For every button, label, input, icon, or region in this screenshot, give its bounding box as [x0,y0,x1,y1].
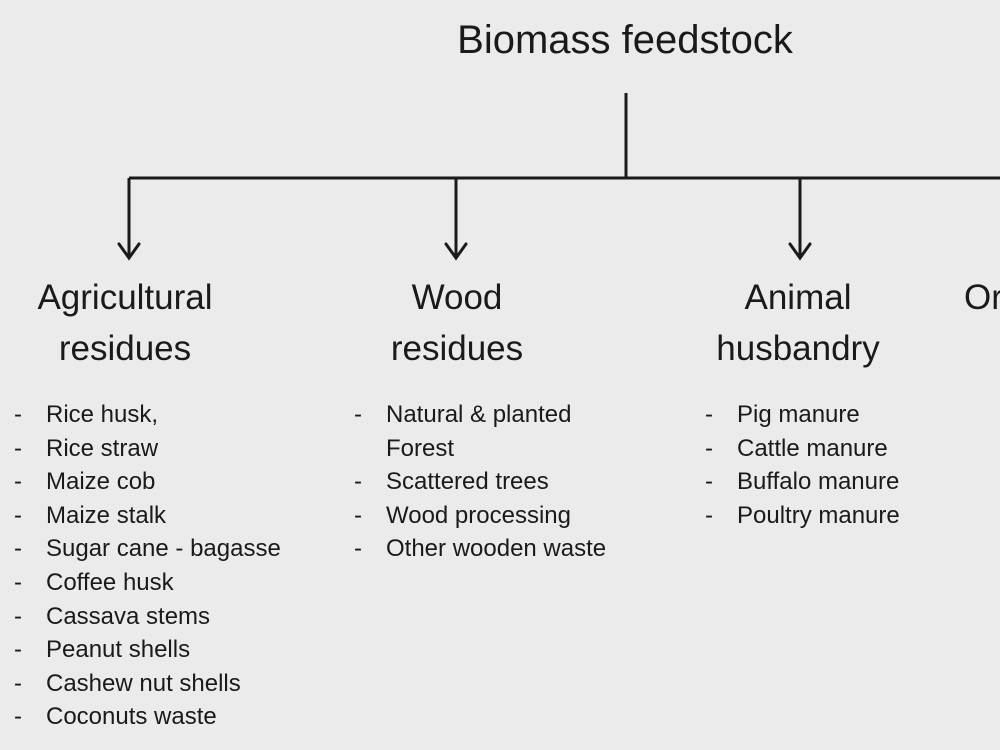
list-item: Peanut shells [14,633,281,667]
list-item: Rice husk, [14,398,281,432]
list-item: Rice straw [14,432,281,466]
category-label-line1: Or [964,278,1000,317]
category-animal-husbandry: Animal husbandry [700,272,896,374]
category-label-line2: husbandry [716,329,880,368]
list-item: Coconuts waste [14,700,281,734]
list-item: Pig manure [705,398,900,432]
list-item: Coffee husk [14,566,281,600]
list-item: Poultry manure [705,499,900,533]
list-item: Wood processing [354,499,606,533]
list-item: Cattle manure [705,432,900,466]
item-list-wood: Natural & planted Forest Scattered trees… [354,398,606,566]
category-label-line2: residues [58,329,192,368]
item-list-animal: Pig manure Cattle manure Buffalo manure … [705,398,900,532]
arrowhead-wood-icon [444,242,468,261]
category-other-partial: Or [964,272,1000,323]
list-item: Cassava stems [14,600,281,634]
category-agricultural-residues: Agricultural residues [20,272,230,374]
category-label-line1: Agricultural [37,278,213,317]
diagram-title: Biomass feedstock [457,18,793,62]
list-item: Maize stalk [14,499,281,533]
list-item: Scattered trees [354,465,606,499]
list-item: Maize cob [14,465,281,499]
item-list-agricultural: Rice husk, Rice straw Maize cob Maize st… [14,398,281,734]
category-wood-residues: Wood residues [362,272,552,374]
arrowhead-agricultural-icon [117,242,141,261]
list-item: Sugar cane - bagasse [14,532,281,566]
list-item: Natural & planted [354,398,606,432]
category-label-line2: residues [390,329,524,368]
category-label-line1: Animal [744,278,852,317]
list-item: Cashew nut shells [14,667,281,701]
list-item: Other wooden waste [354,532,606,566]
arrowhead-animal-icon [788,242,812,261]
list-item: Buffalo manure [705,465,900,499]
list-item-continuation: Forest [386,434,455,462]
category-label-line1: Wood [411,278,503,317]
